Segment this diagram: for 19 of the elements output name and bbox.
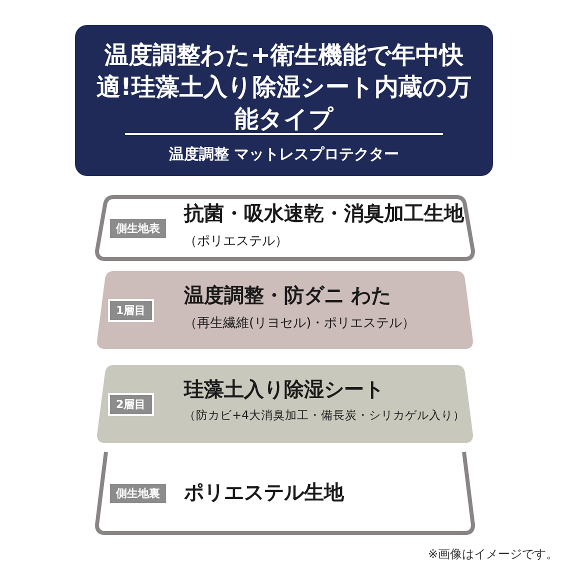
note-text: ※画像はイメージです。: [428, 546, 558, 563]
header-panel: [75, 25, 493, 176]
layer-title: 珪藻土入り除湿シート: [184, 376, 384, 403]
layer-tag: 1層目: [110, 301, 152, 320]
layer-tag: 側生地表: [110, 219, 166, 238]
layer-title: 抗菌・吸水速乾・消臭加工生地: [184, 200, 464, 227]
layer-panel: [94, 194, 476, 262]
layer-material: （再生繊維(リヨセル)・ポリエステル）: [184, 315, 416, 332]
layer-material: （防カビ+4大消臭加工・備長炭・シリカゲル入り）: [184, 408, 465, 423]
layer-panel: [94, 268, 476, 352]
layer-panel: [94, 362, 476, 446]
layer-material: （ポリエステル）: [184, 233, 288, 250]
layer-tag: 2層目: [110, 395, 152, 414]
layer-tag: 側生地裏: [110, 484, 166, 503]
layer-title: 温度調整・防ダニ わた: [184, 282, 391, 309]
subheading-text: 温度調整 マットレスプロテクター: [168, 145, 400, 164]
layer-panel: [94, 450, 476, 536]
layer-title: ポリエステル生地: [184, 479, 344, 506]
heading-text: 温度調整わた+衛生機能で年中快適!珪藻土入り除湿シート内蔵の万能タイプ: [96, 40, 472, 135]
